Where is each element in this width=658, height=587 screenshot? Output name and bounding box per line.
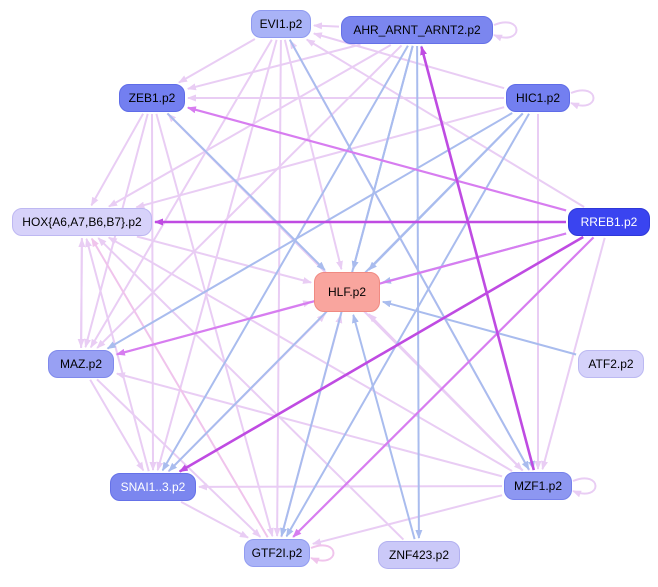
edge-evi1-mzf1 [288,39,530,471]
node-label-znf423: ZNF423.p2 [388,548,450,562]
node-ahr[interactable]: AHR_ARNT_ARNT2.p2 [341,16,493,44]
node-rreb1[interactable]: RREB1.p2 [568,208,650,236]
node-label-atf2: ATF2.p2 [588,357,634,371]
node-hlf[interactable]: HLF.p2 [314,272,380,312]
node-label-evi1: EVI1.p2 [259,17,303,31]
self-loop-mzf1 [572,477,597,498]
edge-gtf2i-hox [90,237,269,538]
edge-zeb1-gtf2i [155,113,274,538]
node-znf423[interactable]: ZNF423.p2 [378,541,460,569]
edge-ahr-znf423 [415,45,423,539]
node-label-zeb1: ZEB1.p2 [128,91,176,105]
edge-mzf1-hox [107,236,513,472]
edge-mzf1-gtf2i [311,494,503,546]
node-evi1[interactable]: EVI1.p2 [251,10,311,38]
edge-zeb1-hlf [166,112,326,271]
node-mzf1[interactable]: MZF1.p2 [504,472,572,500]
edge-zeb1-hox [90,113,144,207]
edge-rreb1-evi1 [305,38,585,208]
node-hic1[interactable]: HIC1.p2 [506,84,570,112]
edge-atf2-hlf [381,300,577,356]
node-atf2[interactable]: ATF2.p2 [578,350,644,378]
edge-evi1-hlf [283,39,343,271]
node-label-hlf: HLF.p2 [327,285,367,299]
edge-rreb1-snai1 [178,235,584,473]
edge-rreb1-gtf2i [292,236,595,538]
edge-znf423-hlf [352,313,416,540]
edge-ahr-zeb1 [186,43,361,91]
node-label-maz: MAZ.p2 [59,357,102,371]
node-label-ahr: AHR_ARNT_ARNT2.p2 [353,23,481,37]
node-label-hic1: HIC1.p2 [515,91,561,105]
node-label-snai1: SNAI1..3.p2 [120,480,186,494]
node-label-gtf2i: GTF2I.p2 [251,546,303,560]
edge-ahr-evi1 [313,22,340,30]
edge-evi1-snai1 [156,39,278,472]
node-hox[interactable]: HOX{A6,A7,B6,B7}.p2 [12,208,152,236]
node-zeb1[interactable]: ZEB1.p2 [119,84,185,112]
edge-ahr-hox [108,44,392,208]
node-snai1[interactable]: SNAI1..3.p2 [110,473,196,501]
self-loop-ahr [493,21,518,42]
node-label-mzf1: MZF1.p2 [513,479,562,493]
self-loop-gtf2i [310,544,335,565]
edge-hic1-gtf2i [285,113,530,538]
edge-maz-gtf2i [96,378,262,538]
node-label-rreb1: RREB1.p2 [580,215,638,229]
edge-rreb1-zeb1 [186,106,567,212]
self-loop-hic1 [570,89,595,110]
edge-ahr-snai1 [161,45,409,472]
edge-evi1-zeb1 [178,38,256,84]
edge-hic1-hox [135,106,505,209]
node-maz[interactable]: MAZ.p2 [48,350,114,378]
node-label-hox: HOX{A6,A7,B6,B7}.p2 [22,215,142,229]
edge-evi1-gtf2i [273,39,282,537]
edge-hic1-maz [106,112,513,350]
edge-hox-hlf [136,235,313,284]
edge-maz-hox [78,238,86,349]
edge-maz-snai1 [89,379,145,472]
edge-mzf1-ahr [420,45,536,471]
edge-evi1-maz [89,39,273,349]
edge-mzf1-maz [115,372,503,478]
edge-snai1-gtf2i [180,501,249,539]
node-gtf2i[interactable]: GTF2I.p2 [244,539,310,567]
